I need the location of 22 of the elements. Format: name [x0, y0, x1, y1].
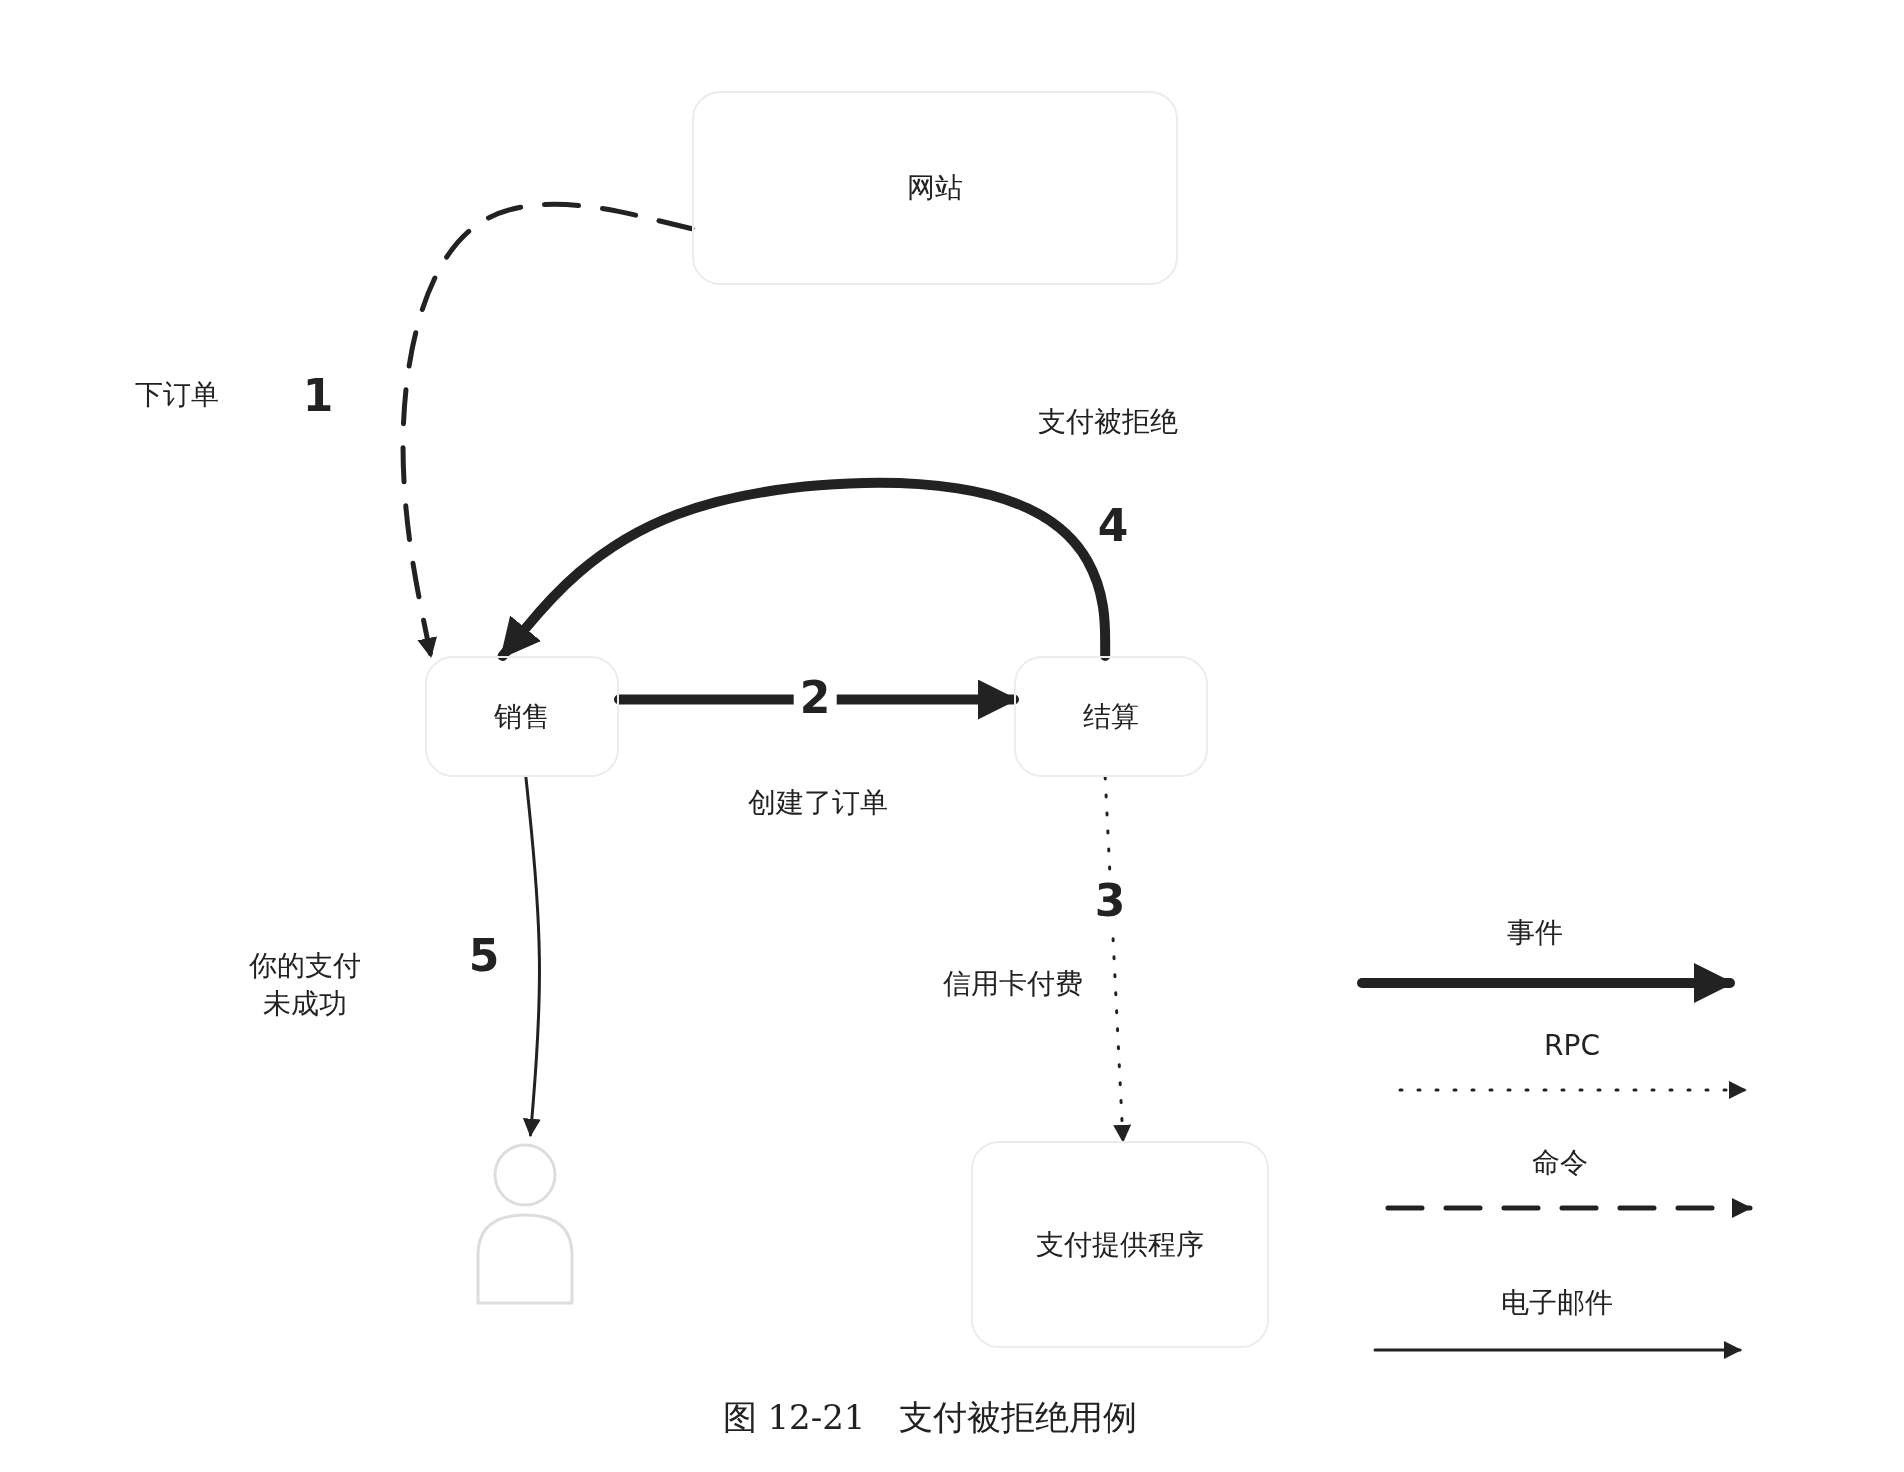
annotation: 信用卡付费 [943, 966, 1083, 1002]
node-label: 结算 [1083, 698, 1139, 735]
legend-label: RPC [1544, 1028, 1600, 1062]
figure-caption: 图 12-21 支付被拒绝用例 [722, 1396, 1138, 1439]
arrow [522, 775, 541, 1137]
legend-label: 电子邮件 [1501, 1285, 1613, 1321]
annotation: 你的支付未成功 [248, 948, 362, 1022]
arrow [497, 478, 1111, 661]
annotation: 创建了订单 [748, 785, 888, 821]
annotation: 支付被拒绝 [1038, 404, 1178, 440]
process-box [1014, 656, 1208, 777]
arrow [614, 679, 1019, 720]
node-label: 销售 [494, 698, 550, 735]
process-box [425, 656, 619, 777]
node-label: 支付提供程序 [1036, 1226, 1204, 1263]
annotation: 下订单 [135, 377, 219, 413]
arrow [400, 201, 695, 659]
node-label: 网站 [907, 170, 963, 206]
process-box [971, 1141, 1269, 1348]
legend-label: 命令 [1532, 1145, 1588, 1181]
process-box [692, 91, 1178, 285]
legend-label: 事件 [1507, 915, 1563, 951]
